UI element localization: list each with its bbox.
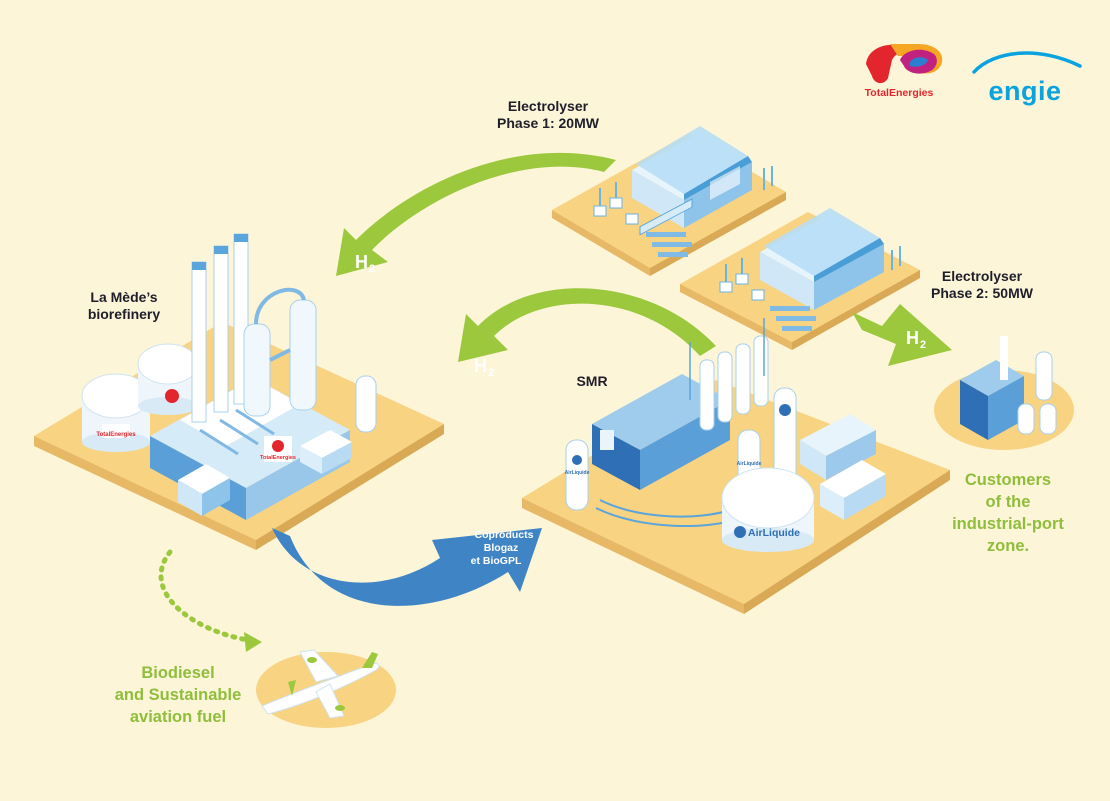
customers-label-line-4: zone. xyxy=(987,537,1029,555)
svg-text:TotalEnergies: TotalEnergies xyxy=(260,455,296,461)
smr-complex: AirLiquide AirLiquide AirLiquide xyxy=(565,318,886,552)
electrolyser-1-label-line-2: Phase 1: 20MW xyxy=(497,115,600,131)
totalenergies-wordmark: TotalEnergies xyxy=(865,87,934,99)
customers-label-line-3: industrial-port xyxy=(952,515,1064,533)
biodiesel-flow-arrow xyxy=(158,549,262,652)
customers-label-line-1: Customers xyxy=(965,471,1051,489)
customers-label-line-2: of the xyxy=(986,493,1031,511)
biodiesel-label-line-3: aviation fuel xyxy=(130,708,226,726)
coproducts-label-line-3: et BioGPL xyxy=(471,555,522,567)
biodiesel-label-line-1: Biodiesel xyxy=(141,664,214,682)
svg-text:H: H xyxy=(474,356,487,376)
h2-flow-arrow-3: H 2 xyxy=(852,304,952,366)
svg-text:2: 2 xyxy=(369,263,375,275)
electrolyser-2-label-line-1: Electrolyser xyxy=(942,268,1023,284)
biorefinery-complex: TotalEnergies xyxy=(81,233,377,520)
h2-flow-arrow-1: H 2 xyxy=(336,152,616,276)
coproducts-label-line-1: Coproducts xyxy=(475,529,534,541)
smr-label: SMR xyxy=(576,373,607,389)
customer-factory xyxy=(960,336,1057,440)
svg-text:TotalEnergies: TotalEnergies xyxy=(96,432,136,438)
svg-text:H: H xyxy=(906,328,919,348)
electrolyser-2-building xyxy=(719,208,901,331)
airliquide-sign: AirLiquide xyxy=(748,527,800,539)
coproducts-flow-arrow: Coproducts Blogaz et BioGPL xyxy=(272,528,542,606)
storage-tank-1: TotalEnergies xyxy=(81,373,151,452)
storage-tank-2 xyxy=(137,343,199,415)
electrolyser-1-label-line-1: Electrolyser xyxy=(508,98,589,114)
biorefinery-label-line-2: biorefinery xyxy=(88,306,161,322)
biodiesel-label-line-2: and Sustainable xyxy=(115,686,242,704)
totalenergies-logo: TotalEnergies xyxy=(865,44,943,99)
svg-text:2: 2 xyxy=(920,339,926,351)
svg-text:H: H xyxy=(355,252,368,272)
biorefinery-label-line-1: La Mède’s xyxy=(90,289,157,305)
airplane-icon xyxy=(261,649,380,719)
coproducts-label-line-2: Blogaz xyxy=(484,542,518,554)
electrolyser-1-building xyxy=(593,126,773,257)
svg-text:AirLiquide: AirLiquide xyxy=(737,461,762,467)
svg-text:2: 2 xyxy=(488,367,494,379)
engie-wordmark: engie xyxy=(988,76,1061,106)
svg-text:AirLiquide: AirLiquide xyxy=(565,470,590,476)
engie-logo: engie xyxy=(972,51,1082,106)
electrolyser-2-label-line-2: Phase 2: 50MW xyxy=(931,285,1034,301)
h2-flow-arrow-2: H 2 xyxy=(458,288,716,379)
